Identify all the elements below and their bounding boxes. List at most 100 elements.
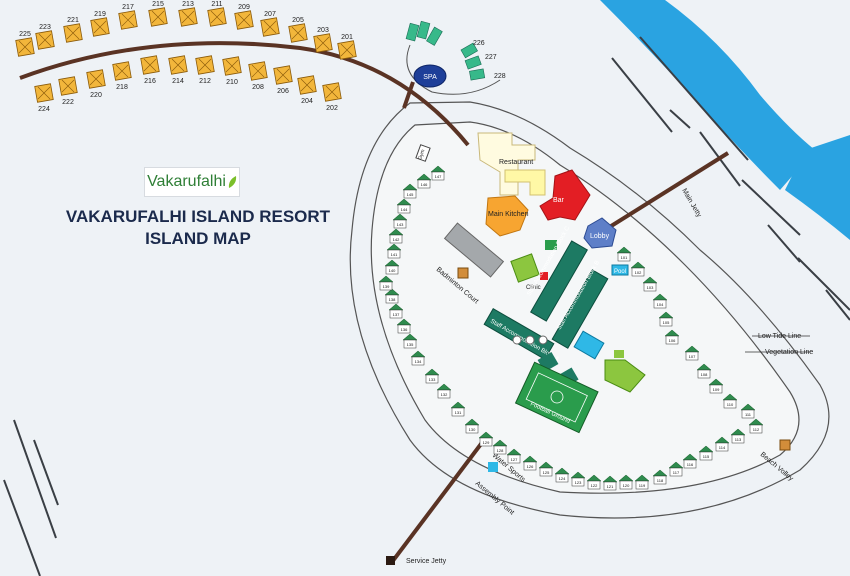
beach-villa[interactable]: 127 xyxy=(506,448,522,464)
water-villa[interactable]: 215 xyxy=(148,1,168,27)
beach-villa[interactable]: 146 xyxy=(416,173,432,189)
beach-villa[interactable]: 133 xyxy=(424,368,440,384)
water-villa[interactable]: 203 xyxy=(313,27,333,53)
beach-villa[interactable]: 119 xyxy=(634,474,650,490)
water-villa[interactable]: 201 xyxy=(337,34,357,60)
pool-label: Pool xyxy=(614,269,626,275)
beach-villa[interactable]: 136 xyxy=(396,318,412,334)
villa-label: 211 xyxy=(211,1,222,8)
beach-villa[interactable]: 123 xyxy=(570,471,586,487)
water-villa[interactable]: 213 xyxy=(178,1,198,27)
beach-villa[interactable]: 102 xyxy=(630,261,646,277)
beach-villa[interactable]: 131 xyxy=(450,401,466,417)
beach-villa[interactable]: 114 xyxy=(714,436,730,452)
beach-villa[interactable]: 137 xyxy=(388,303,404,319)
villa-label: 206 xyxy=(277,88,289,95)
beach-villa[interactable]: 128 xyxy=(492,439,508,455)
beach-villa[interactable]: 141 xyxy=(386,243,402,259)
water-villa[interactable]: 206 xyxy=(273,65,293,95)
beach-villa[interactable]: 112 xyxy=(748,418,764,434)
beach-villa[interactable]: 134 xyxy=(410,350,426,366)
water-villa[interactable]: 221 xyxy=(63,17,83,43)
villa-label: 123 xyxy=(575,480,582,485)
villa-label: 114 xyxy=(719,445,726,450)
beach-villa[interactable]: 103 xyxy=(642,276,658,292)
water-villa[interactable]: 223 xyxy=(35,24,55,50)
villa-label: 119 xyxy=(639,483,646,488)
beach-villa[interactable]: 109 xyxy=(708,378,724,394)
villa-label: 146 xyxy=(421,182,428,187)
beach-villa[interactable]: 138 xyxy=(384,288,400,304)
water-villa[interactable]: 204 xyxy=(297,75,317,105)
water-villa[interactable]: 205 xyxy=(288,17,308,43)
water-villa[interactable]: 217 xyxy=(118,4,138,30)
beach-villa[interactable]: 101 xyxy=(616,246,632,262)
water-villa[interactable]: 216 xyxy=(140,55,160,85)
beach-villa[interactable]: 120 xyxy=(618,474,634,490)
beach-villa[interactable]: 144 xyxy=(396,198,412,214)
water-villa[interactable]: 224 xyxy=(34,83,54,113)
beach-villa[interactable]: 147 xyxy=(430,165,446,181)
beach-villa[interactable]: 110 xyxy=(722,393,738,409)
beach-villa[interactable]: 105 xyxy=(658,311,674,327)
water-villa[interactable]: 220 xyxy=(86,69,106,99)
villa-label: 205 xyxy=(292,17,304,24)
beach-villa[interactable]: 124 xyxy=(554,467,570,483)
beach-villa[interactable]: 117 xyxy=(668,461,684,477)
beach-villa[interactable]: 142 xyxy=(388,228,404,244)
assembly-point-label: Assembly Point xyxy=(474,480,515,516)
main-jetty xyxy=(606,151,730,230)
beach-villa[interactable]: 113 xyxy=(730,428,746,444)
water-villa[interactable]: 211 xyxy=(207,1,227,27)
beach-villa[interactable]: 126 xyxy=(522,455,538,471)
water-villa[interactable]: 218 xyxy=(112,61,132,91)
villa-label: 204 xyxy=(301,98,313,105)
villa-label: 223 xyxy=(39,24,51,31)
water-villa[interactable]: 225 xyxy=(15,31,35,57)
beach-villa[interactable]: 118 xyxy=(652,469,668,485)
beach-villa[interactable]: 130 xyxy=(464,418,480,434)
beach-villa[interactable]: 122 xyxy=(586,474,602,490)
beach-villa[interactable]: 116 xyxy=(682,453,698,469)
villa-label: 203 xyxy=(317,27,329,34)
beach-villa[interactable]: 132 xyxy=(436,383,452,399)
football-ground xyxy=(514,361,599,434)
villa-label: 136 xyxy=(401,327,408,332)
beach-villa[interactable]: 121 xyxy=(602,475,618,491)
villa-label: 144 xyxy=(401,207,408,212)
map-title: VAKARUFALHI ISLAND RESORT ISLAND MAP xyxy=(48,206,348,250)
villa-label: 129 xyxy=(483,440,490,445)
beach-villa[interactable]: 140 xyxy=(384,259,400,275)
villa-label: 209 xyxy=(238,4,250,11)
beach-villa[interactable]: 143 xyxy=(392,213,408,229)
water-villa[interactable]: 209 xyxy=(234,4,254,30)
villa-label: 105 xyxy=(663,320,670,325)
beach-villa[interactable]: 108 xyxy=(696,363,712,379)
beach-villa[interactable]: 106 xyxy=(664,329,680,345)
water-villa[interactable]: 222 xyxy=(58,76,78,106)
beach-villa[interactable]: 129 xyxy=(478,431,494,447)
water-villa[interactable]: 210 xyxy=(222,56,242,86)
beach-villa[interactable]: 115 xyxy=(698,445,714,461)
villa-label: 128 xyxy=(497,448,504,453)
water-villa[interactable]: 214 xyxy=(168,55,188,85)
water-villa[interactable]: 207 xyxy=(260,11,280,37)
beach-villa[interactable]: 107 xyxy=(684,345,700,361)
villa-label: 210 xyxy=(226,79,238,86)
water-villa[interactable]: 219 xyxy=(90,11,110,37)
water-villa-walkway xyxy=(19,41,470,147)
beach-villa[interactable]: 111 xyxy=(740,403,756,419)
water-villa[interactable]: 212 xyxy=(195,55,215,85)
beach-villa[interactable]: 104 xyxy=(652,293,668,309)
beach-villa[interactable]: 139 xyxy=(378,275,394,291)
villa-label: 145 xyxy=(407,192,414,197)
villa-label: 115 xyxy=(703,454,710,459)
water-villa[interactable]: 208 xyxy=(248,61,268,91)
beach-villa[interactable]: 145 xyxy=(402,183,418,199)
beach-villa[interactable]: 125 xyxy=(538,461,554,477)
water-villa[interactable]: 202 xyxy=(322,82,342,112)
beach-villa[interactable]: 135 xyxy=(402,333,418,349)
restaurant-building xyxy=(477,132,536,196)
villa-label: 118 xyxy=(657,478,664,483)
staff-block-c xyxy=(530,240,588,322)
